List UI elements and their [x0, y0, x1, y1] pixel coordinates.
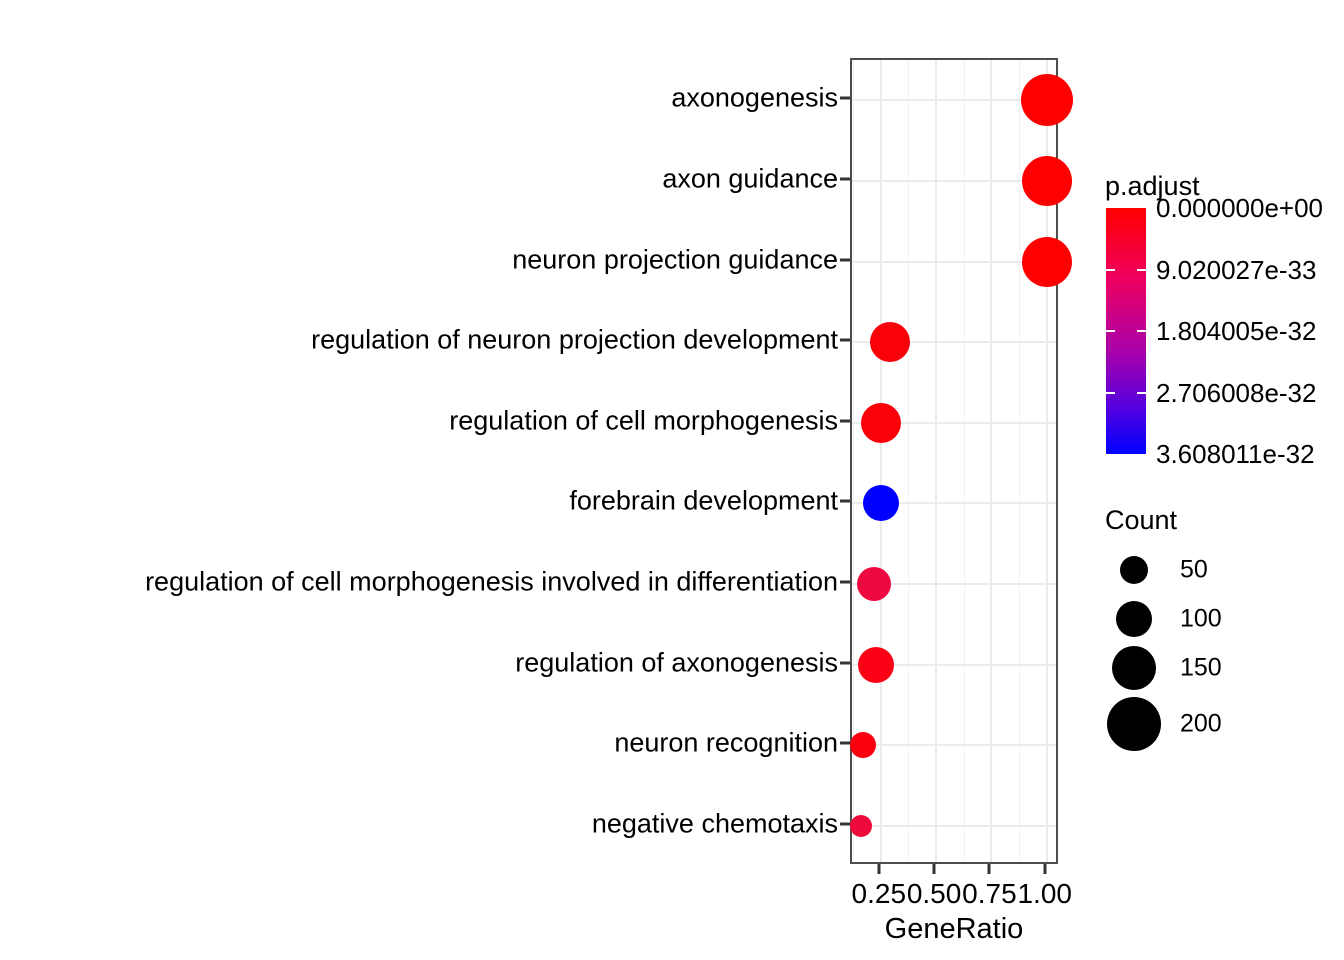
y-axis-tick: [840, 741, 850, 745]
y-axis-tick: [840, 338, 850, 342]
gridline-horizontal: [852, 582, 1056, 585]
y-axis-label: forebrain development: [569, 485, 838, 516]
data-point: [1021, 236, 1072, 287]
x-axis-tick: [932, 864, 936, 874]
x-axis-tick: [1043, 864, 1047, 874]
y-axis-label: axon guidance: [662, 163, 838, 194]
gridline-horizontal: [852, 824, 1056, 827]
gridline-vertical-minor: [908, 60, 910, 862]
x-axis-tick: [987, 864, 991, 874]
x-axis-label: 0.50: [906, 878, 962, 909]
padjust-colorbar: [1106, 208, 1146, 454]
colorbar-tick: [1106, 268, 1115, 271]
y-axis-tick: [840, 258, 850, 261]
data-point: [862, 485, 899, 522]
y-axis-tick: [840, 822, 850, 826]
x-axis-title: GeneRatio: [884, 913, 1024, 945]
y-axis-tick: [840, 419, 850, 423]
gridline-horizontal: [852, 502, 1056, 505]
gridline-horizontal: [852, 260, 1056, 263]
data-point: [850, 732, 877, 759]
y-axis-label: regulation of cell morphogenesis involve…: [145, 566, 838, 597]
y-axis-label: neuron projection guidance: [512, 244, 838, 274]
gridline-vertical-major: [1045, 60, 1048, 862]
colorbar-label: 0.000000e+00: [1156, 193, 1324, 223]
data-point: [849, 814, 872, 837]
gridline-horizontal: [852, 663, 1056, 666]
colorbar-tick: [1137, 268, 1146, 271]
plot-panel: [849, 58, 1073, 864]
gridline-horizontal: [852, 744, 1056, 747]
gridline-horizontal: [852, 341, 1056, 344]
colorbar-label: 1.804005e-32: [1156, 316, 1317, 346]
y-axis-label: regulation of neuron projection developm…: [311, 324, 838, 355]
y-axis-tick: [840, 580, 850, 584]
count-legend-key: [1107, 697, 1161, 751]
count-legend-key: [1116, 601, 1152, 637]
legend-padjust-title: p.adjust: [1105, 171, 1200, 201]
count-legend-label: 50: [1180, 555, 1208, 584]
y-axis-tick: [840, 499, 850, 503]
gridline-vertical-major: [879, 60, 882, 862]
data-point: [1021, 155, 1072, 206]
colorbar-tick: [1106, 330, 1115, 332]
y-axis-label: regulation of cell morphogenesis: [449, 405, 838, 436]
y-axis-tick: [840, 96, 850, 100]
data-point: [860, 402, 901, 443]
y-axis-tick: [840, 661, 850, 664]
data-point: [1020, 74, 1073, 127]
y-axis-label: regulation of axonogenesis: [515, 647, 838, 677]
x-axis-label: 1.00: [1017, 878, 1072, 909]
gridline-vertical-major: [935, 60, 938, 862]
x-axis-label: 0.75: [962, 878, 1017, 909]
count-legend-label: 200: [1180, 709, 1222, 738]
colorbar-label: 9.020027e-33: [1156, 254, 1317, 285]
gridline-vertical-minor: [853, 60, 855, 862]
colorbar-label: 3.608011e-32: [1156, 439, 1315, 469]
y-axis-tick: [840, 177, 850, 181]
y-axis-label: axonogenesis: [671, 82, 838, 113]
gridline-horizontal: [852, 179, 1056, 182]
y-axis-label: negative chemotaxis: [591, 808, 838, 839]
gridline-vertical-minor: [963, 60, 965, 862]
legend-count-title: Count: [1105, 505, 1178, 535]
data-point: [869, 322, 910, 363]
gridline-vertical-minor: [1019, 60, 1021, 862]
x-axis-tick: [877, 864, 881, 874]
x-axis-label: 0.25: [851, 878, 907, 909]
gridline-horizontal: [852, 421, 1056, 424]
colorbar-tick: [1106, 391, 1115, 394]
gridline-horizontal: [852, 99, 1056, 102]
colorbar-tick: [1137, 391, 1146, 394]
data-point: [857, 566, 892, 601]
colorbar-tick: [1137, 330, 1146, 332]
count-legend-label: 100: [1180, 604, 1222, 633]
count-legend-key: [1120, 556, 1148, 584]
gridline-vertical-major: [990, 60, 993, 862]
y-axis-label: neuron recognition: [614, 727, 838, 758]
count-legend-key: [1112, 646, 1156, 690]
data-point: [858, 646, 895, 683]
colorbar-label: 2.706008e-32: [1156, 377, 1317, 408]
count-legend-label: 150: [1180, 653, 1222, 682]
